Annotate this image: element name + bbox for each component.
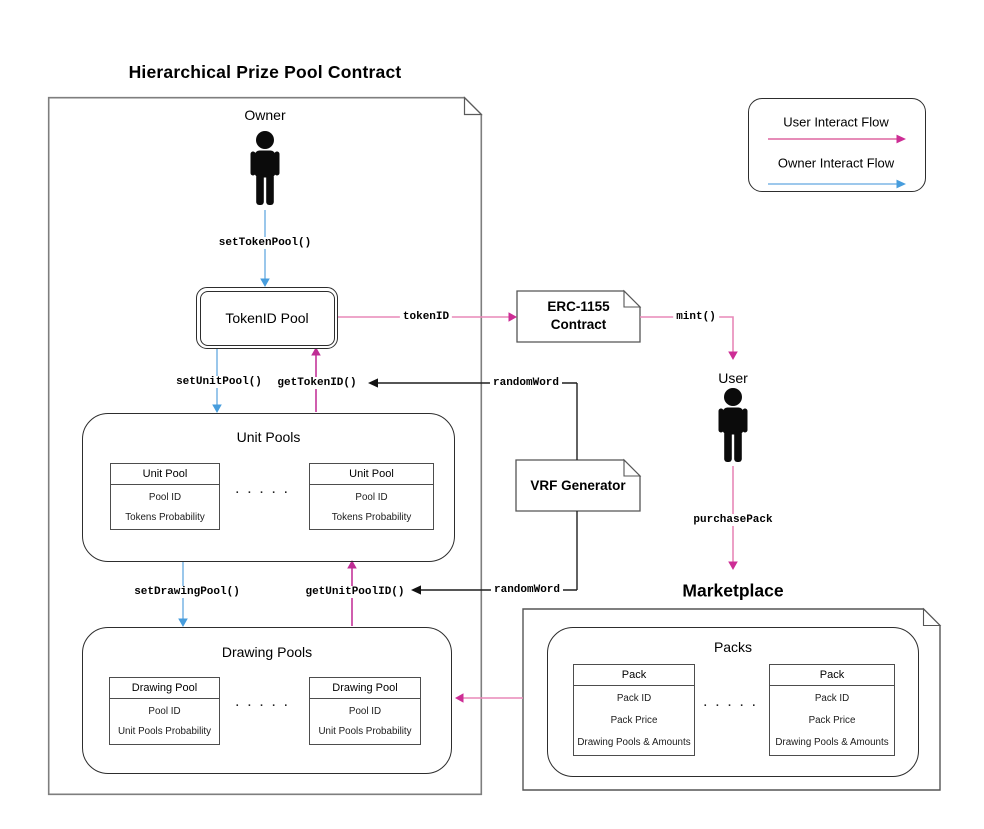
unit-pool-table-header: Unit Pool [111,464,219,485]
owner-person-icon [250,131,280,205]
legend-owner-arrow-icon [768,179,906,189]
erc1155-node-shape [516,289,642,343]
edge-label-random-word-bottom: randomWord [490,584,564,596]
edge-label-random-word-top: randomWord [489,377,563,389]
drawing-pool-table: Drawing Pool Pool ID Unit Pools Probabil… [309,677,421,745]
unit-pool-table: Unit Pool Pool ID Tokens Probability [110,463,220,530]
owner-label: Owner [244,107,286,123]
edge-label-purchase-pack: purchasePack [690,514,776,526]
drawing-pool-table-header: Drawing Pool [310,678,420,699]
fold-corner-icon [623,289,642,308]
legend-user-flow-label: User Interact Flow [783,114,889,130]
pack-row: Drawing Pools & Amounts [775,736,889,748]
edge-label-mint: mint() [673,311,719,323]
fold-corner-icon [922,607,942,627]
tokenid-pool-node: TokenID Pool [196,287,338,349]
unit-pools-group: Unit Pools [82,413,455,562]
unit-pool-table-header: Unit Pool [310,464,433,485]
fold-corner-icon [623,458,642,477]
unit-pool-row: Pool ID [355,491,388,503]
main-contract-container [47,96,483,796]
edge-label-set-unit-pool: setUnitPool() [173,376,265,388]
unit-pool-row: Pool ID [148,491,182,503]
pack-table: Pack Pack ID Pack Price Drawing Pools & … [573,664,695,756]
packs-group: Packs [547,627,919,777]
edge-label-set-drawing-pool: setDrawingPool() [131,586,243,598]
unit-pool-table: Unit Pool Pool ID Tokens Probability [309,463,434,530]
unit-pool-row: Tokens Probability [125,511,205,523]
vrf-node-shape [515,458,642,512]
drawing-pool-row: Pool ID [348,705,382,717]
pack-table-header: Pack [770,665,894,686]
arrow-mint [640,316,738,360]
pack-table-header: Pack [574,665,694,686]
diagram-title: Hierarchical Prize Pool Contract [128,62,402,82]
ellipsis-unit-pools: . . . . . [235,484,291,496]
drawing-pools-group: Drawing Pools [82,627,452,774]
arrow-left-icon [368,378,378,388]
tokenid-pool-label: TokenID Pool [225,310,309,326]
marketplace-title: Marketplace [682,580,784,601]
pack-row: Pack Price [610,714,658,726]
ellipsis-packs: . . . . . [703,697,759,709]
drawing-pool-table: Drawing Pool Pool ID Unit Pools Probabil… [109,677,220,745]
pack-row: Pack ID [814,693,850,705]
fold-corner-icon [463,96,483,116]
vrf-generator-label: VRF Generator [530,477,626,493]
drawing-pool-table-header: Drawing Pool [110,678,219,699]
arrow-marketplace-to-drawing-pools [455,693,523,703]
unit-pools-title: Unit Pools [236,429,301,445]
packs-title: Packs [713,639,753,655]
legend [748,98,926,192]
edge-label-token-id: tokenID [399,311,453,323]
edge-label-get-unit-pool-id: getUnitPoolID() [302,586,408,598]
unit-pool-row: Tokens Probability [331,511,412,523]
drawing-pool-row: Unit Pools Probability [318,726,412,738]
drawing-pools-title: Drawing Pools [221,644,313,660]
user-person-icon [718,388,748,462]
drawing-pool-row: Unit Pools Probability [117,726,212,738]
pack-table: Pack Pack ID Pack Price Drawing Pools & … [769,664,895,756]
ellipsis-drawing-pools: . . . . . [235,697,291,709]
user-label: User [718,370,748,386]
edge-label-get-token-id: getTokenID() [274,377,360,389]
legend-owner-flow-label: Owner Interact Flow [777,155,895,171]
arrow-left-icon [411,585,421,595]
pack-row: Pack Price [808,714,856,726]
drawing-pool-row: Pool ID [148,705,181,717]
erc1155-label-line1: ERC-1155 [547,298,610,314]
edge-label-set-token-pool: setTokenPool() [215,237,315,249]
erc1155-label-line2: Contract [550,317,607,332]
legend-user-arrow-icon [768,134,906,144]
erc1155-label: ERC-1155 Contract [547,298,609,334]
pack-row: Drawing Pools & Amounts [577,736,691,748]
pack-row: Pack ID [616,693,652,705]
